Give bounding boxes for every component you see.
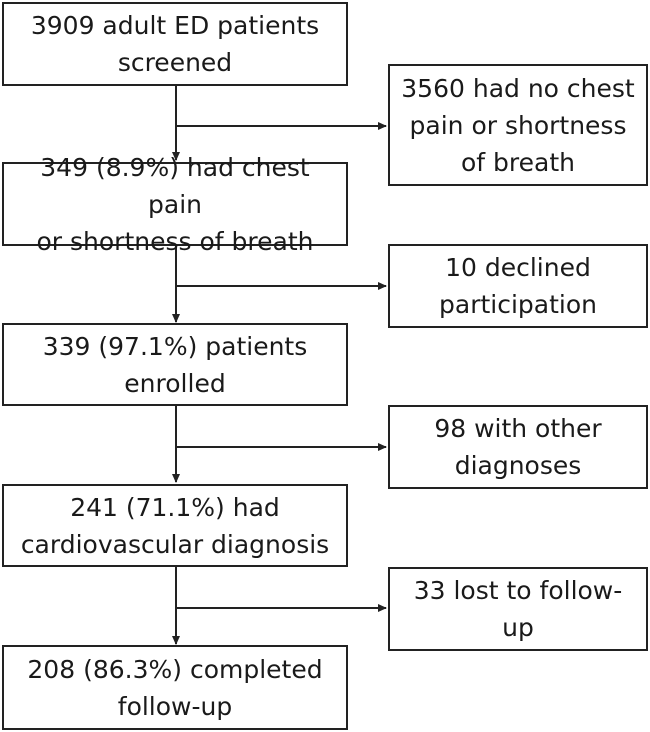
step-follow-up-text: 208 (86.3%) completed follow-up [27,654,323,721]
exclusion-no-symptoms-text: 3560 had no chest pain or shortness of b… [401,73,635,177]
exclusion-lost-follow-up-box: 33 lost to follow- up [388,567,648,651]
step-enrolled-box: 339 (97.1%) patients enrolled [2,323,348,406]
exclusion-declined-box: 10 declined participation [388,244,648,328]
step-enrolled-text: 339 (97.1%) patients enrolled [42,331,308,398]
step-follow-up-box: 208 (86.3%) completed follow-up [2,645,348,730]
exclusion-other-diagnoses-text: 98 with other diagnoses [434,414,602,480]
step-chest-pain-box: 349 (8.9%) had chest pain or shortness o… [2,153,348,256]
exclusion-other-diagnoses-box: 98 with other diagnoses [388,405,648,489]
step-screened-box: 3909 adult ED patients screened [2,2,348,86]
step-cardiovascular-text: 241 (71.1%) had cardiovascular diagnosis [20,492,330,559]
step-cardiovascular-box: 241 (71.1%) had cardiovascular diagnosis [2,484,348,567]
exclusion-declined-text: 10 declined participation [439,253,597,319]
exclusion-no-symptoms-box: 3560 had no chest pain or shortness of b… [388,64,648,186]
step-screened-text: 3909 adult ED patients screened [30,11,320,77]
step-chest-pain-text: 349 (8.9%) had chest pain or shortness o… [36,152,314,256]
exclusion-lost-follow-up-text: 33 lost to follow- up [413,576,623,642]
